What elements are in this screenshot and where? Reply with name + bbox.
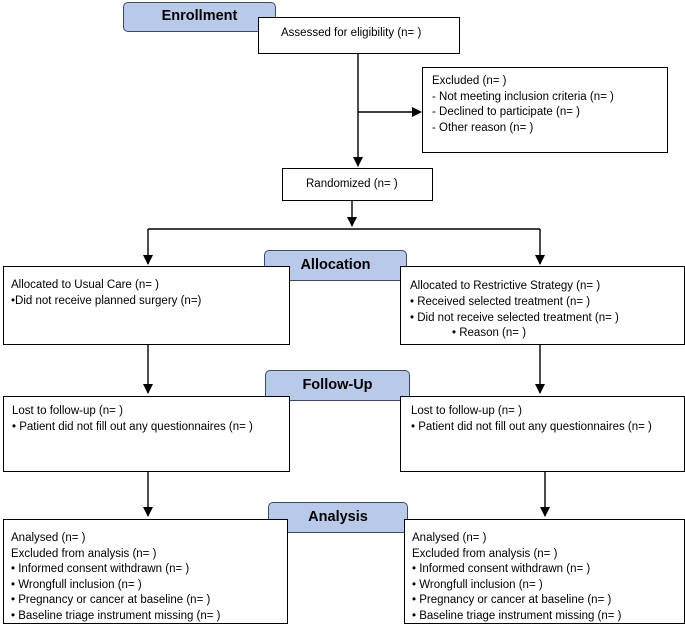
- stage-analysis: Analysis: [268, 502, 408, 533]
- restrictive-item: • Did not receive selected treatment (n=…: [410, 311, 619, 324]
- analysis-left-excluded: Excluded from analysis (n= ): [11, 547, 157, 560]
- restrictive-box: Allocated to Restrictive Strategy (n= ) …: [400, 266, 685, 345]
- restrictive-item: • Received selected treatment (n= ): [410, 295, 591, 308]
- followup-right-box: Lost to follow-up (n= ) • Patient did no…: [400, 396, 685, 472]
- excluded-title: Excluded (n= ): [432, 75, 507, 87]
- followup-right-title: Lost to follow-up (n= ): [411, 405, 522, 417]
- randomized-box: Randomized (n= ): [282, 168, 433, 201]
- analysis-left-item: • Baseline triage instrument missing (n=…: [11, 609, 221, 622]
- followup-left-item: • Patient did not fill out any questionn…: [12, 420, 253, 433]
- analysis-right-item: • Baseline triage instrument missing (n=…: [412, 609, 622, 622]
- analysis-right-analysed: Analysed (n= ): [412, 532, 487, 544]
- analysis-left-item: • Pregnancy or cancer at baseline (n= ): [11, 594, 211, 607]
- eligibility-box: Assessed for eligibility (n= ): [258, 17, 460, 54]
- usual-care-item: •Did not receive planned surgery (n=): [11, 294, 202, 307]
- restrictive-item: • Reason (n= ): [452, 327, 527, 340]
- excluded-item: - Declined to participate (n= ): [432, 106, 580, 118]
- stage-followup: Follow-Up: [265, 370, 410, 401]
- analysis-left-analysed: Analysed (n= ): [11, 532, 86, 544]
- restrictive-title: Allocated to Restrictive Strategy (n= ): [410, 280, 601, 292]
- analysis-right-item: • Pregnancy or cancer at baseline (n= ): [412, 594, 612, 607]
- excluded-box: Excluded (n= ) - Not meeting inclusion c…: [422, 67, 668, 153]
- analysis-right-item: • Wrongfull inclusion (n= ): [412, 578, 543, 591]
- usual-care-box: Allocated to Usual Care (n= ) •Did not r…: [3, 266, 290, 345]
- excluded-item: - Not meeting inclusion criteria (n= ): [432, 90, 614, 103]
- analysis-left-item: • Informed consent withdrawn (n= ): [11, 563, 190, 576]
- excluded-item: - Other reason (n= ): [432, 121, 534, 134]
- analysis-right-item: • Informed consent withdrawn (n= ): [412, 563, 591, 576]
- analysis-right-excluded: Excluded from analysis (n= ): [412, 547, 558, 560]
- analysis-left-item: • Wrongfull inclusion (n= ): [11, 578, 142, 591]
- analysis-left-box: Analysed (n= ) Excluded from analysis (n…: [3, 519, 288, 624]
- followup-right-item: • Patient did not fill out any questionn…: [411, 420, 652, 433]
- analysis-right-box: Analysed (n= ) Excluded from analysis (n…: [404, 519, 685, 624]
- stage-allocation: Allocation: [264, 250, 407, 281]
- usual-care-title: Allocated to Usual Care (n= ): [11, 279, 159, 291]
- followup-left-box: Lost to follow-up (n= ) • Patient did no…: [3, 396, 290, 472]
- followup-left-title: Lost to follow-up (n= ): [12, 405, 123, 417]
- stage-enrollment: Enrollment: [123, 2, 276, 32]
